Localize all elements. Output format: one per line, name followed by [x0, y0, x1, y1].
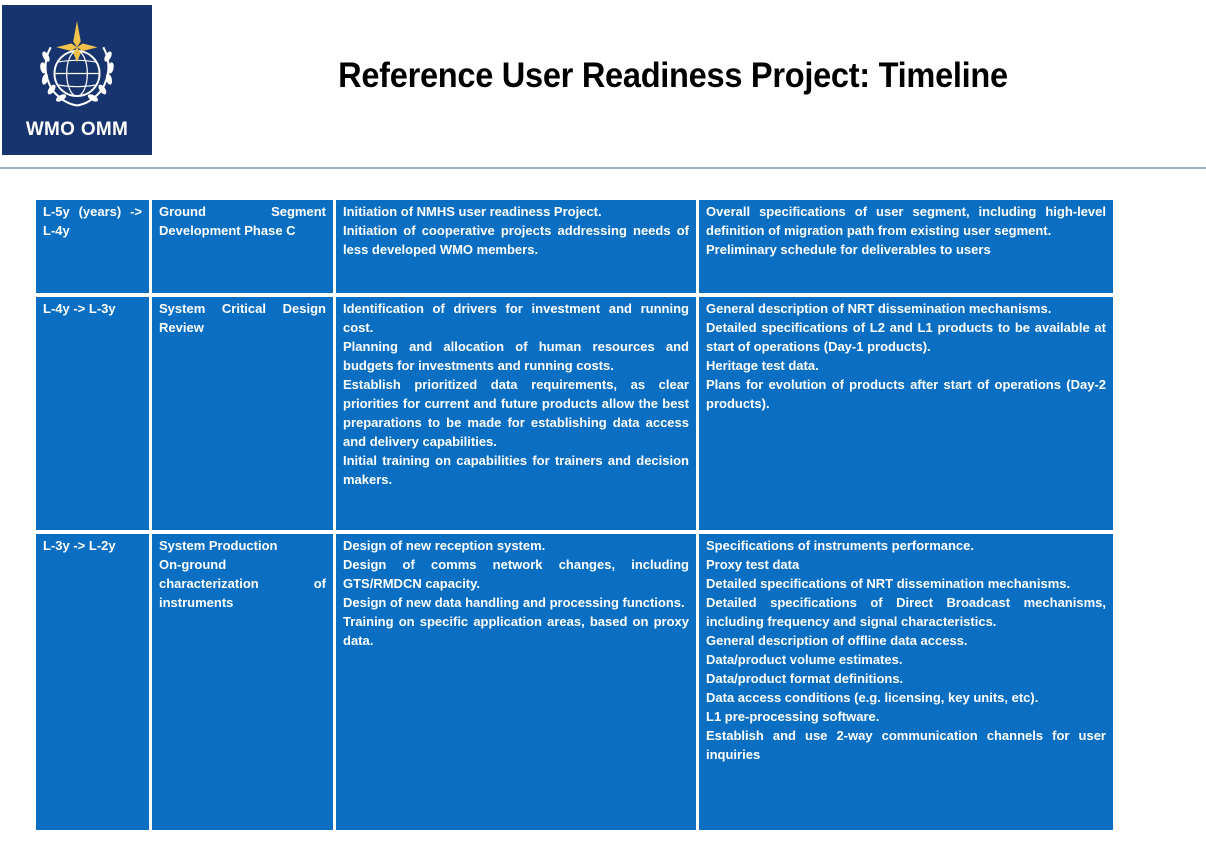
deliverable-item: Proxy test data	[706, 556, 800, 572]
deliverable-item: Plans for evolution of products after st…	[706, 377, 1106, 412]
action-item: Design of new reception system.	[343, 537, 546, 553]
period-cell: L-5y (years) -> L-4y	[36, 200, 149, 294]
deliverable-item: Data/product format definitions.	[706, 670, 904, 686]
deliverable-item: General description of NRT dissemination…	[706, 301, 1052, 317]
page-title: Reference User Readiness Project: Timeli…	[338, 56, 1008, 95]
deliverables-cell: General description of NRT dissemination…	[699, 297, 1113, 530]
action-item: Design of comms network changes, includi…	[343, 556, 689, 591]
deliverable-item: Specifications of instruments performanc…	[706, 537, 975, 553]
action-item: Initial training on capabilities for tra…	[343, 453, 689, 488]
phase-cell: System Production On-ground characteriza…	[152, 533, 333, 830]
timeline-row: L-4y -> L-3y System Critical Design Revi…	[36, 297, 1113, 530]
deliverable-item: Detailed specifications of Direct Broadc…	[706, 594, 1106, 629]
deliverable-item: Detailed specifications of NRT dissemina…	[706, 575, 1071, 591]
deliverable-item: Detailed specifications of L2 and L1 pro…	[706, 320, 1106, 355]
actions-cell: Identification of drivers for investment…	[336, 297, 696, 530]
action-item: Training on specific application areas, …	[343, 613, 689, 648]
deliverable-item: Data/product volume estimates.	[706, 651, 903, 667]
deliverable-item: Heritage test data.	[706, 358, 819, 374]
phase-cell: System Critical Design Review	[152, 297, 333, 530]
deliverables-cell: Specifications of instruments performanc…	[699, 533, 1113, 830]
deliverable-item: Overall specifications of user segment, …	[706, 204, 1106, 238]
deliverables-cell: Overall specifications of user segment, …	[699, 200, 1113, 294]
action-item: Initiation of cooperative projects addre…	[343, 223, 689, 257]
deliverable-item: L1 pre-processing software.	[706, 708, 880, 724]
phase-title: System Production	[159, 537, 278, 553]
period-cell: L-4y -> L-3y	[36, 297, 149, 530]
action-item: Establish prioritized data requirements,…	[343, 377, 689, 450]
action-item: Design of new data handling and processi…	[343, 594, 685, 610]
action-item: Identification of drivers for investment…	[343, 301, 689, 336]
wmo-emblem-icon	[40, 20, 114, 107]
timeline-table: L-5y (years) -> L-4y Ground Segment Deve…	[33, 196, 1116, 834]
deliverable-item: Establish and use 2-way communication ch…	[706, 727, 1106, 762]
phase-cell: Ground Segment Development Phase C	[152, 200, 333, 294]
action-item: Planning and allocation of human resourc…	[343, 339, 689, 374]
timeline-row: L-5y (years) -> L-4y Ground Segment Deve…	[36, 200, 1113, 294]
actions-cell: Initiation of NMHS user readiness Projec…	[336, 200, 696, 294]
timeline-row: L-3y -> L-2y System Production On-ground…	[36, 533, 1113, 830]
deliverable-item: Data access conditions (e.g. licensing, …	[706, 689, 1039, 705]
action-item: Initiation of NMHS user readiness Projec…	[343, 204, 602, 219]
header-divider	[0, 167, 1206, 169]
deliverable-item: Preliminary schedule for deliverables to…	[706, 242, 991, 257]
logo-text: WMO OMM	[25, 119, 129, 140]
wmo-logo: WMO OMM	[2, 5, 152, 155]
period-cell: L-3y -> L-2y	[36, 533, 149, 830]
actions-cell: Design of new reception system. Design o…	[336, 533, 696, 830]
deliverable-item: General description of offline data acce…	[706, 632, 968, 648]
phase-detail: On-ground characterization of instrument…	[159, 556, 326, 610]
